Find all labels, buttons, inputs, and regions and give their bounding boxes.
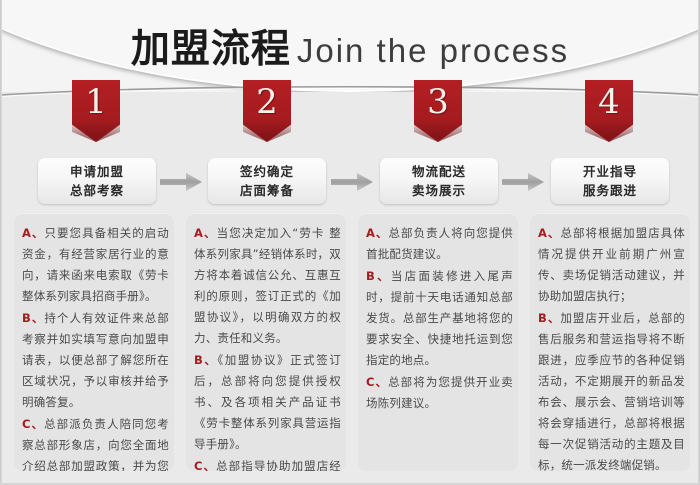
item-key: B、 <box>366 269 391 283</box>
step-number-1: 1 <box>85 82 107 122</box>
item-key: B、 <box>22 311 45 325</box>
content-item: A、总部负责人将向您提供首批配货建议。 <box>366 223 513 265</box>
item-key: A、 <box>538 226 561 240</box>
content-item: B、加盟店开业后，总部的售后服务和营运指导将不断跟进，应季应节的各种促销活动，不… <box>538 308 685 471</box>
content-item: C、总部将为您提供开业卖场陈列建议。 <box>366 372 513 414</box>
content-item: C、总部派负责人陪同您考察总部形象店，向您全面地介绍总部加盟政策，并为您确定投资… <box>22 414 169 471</box>
item-key: C、 <box>366 375 389 389</box>
step-label-box-2[interactable]: 签约确定 店面筹备 <box>208 158 326 204</box>
item-text: 总部派负责人陪同您考察总部形象店，向您全面地介绍总部加盟政策，并为您确定投资规模… <box>22 417 170 471</box>
step-content-panel-3: A、总部负责人将向您提供首批配货建议。 B、当店面装修进入尾声时，提前十天电话通… <box>358 213 518 471</box>
item-key: A、 <box>22 226 45 240</box>
step-label-1-line1: 申请加盟 <box>69 164 124 179</box>
step-pennant-2: 2 <box>243 80 291 142</box>
frame-border-right <box>698 0 700 485</box>
step-label-box-1[interactable]: 申请加盟 总部考察 <box>38 158 156 204</box>
step-label-1-line2: 总部考察 <box>69 183 124 198</box>
item-text: 总部指导协助加盟店经行统一标准的店面装修，并提供平面设计图。 <box>216 459 342 471</box>
frame-border-bottom <box>0 483 700 485</box>
pennant-flag-shadow <box>414 120 462 142</box>
header-band <box>0 0 700 92</box>
content-item: B、持个人有效证件来总部考察并如实填写意向加盟申请表，以便总部了解您所在区域状况… <box>22 308 169 413</box>
step-label-4-line2: 服务跟进 <box>582 183 637 198</box>
right-arrow-icon-2 <box>331 173 373 191</box>
step-label-2-line1: 签约确定 <box>239 164 294 179</box>
item-key: A、 <box>366 226 389 240</box>
step-label-box-4[interactable]: 开业指导 服务跟进 <box>551 158 669 204</box>
right-arrow-icon-1 <box>160 173 202 191</box>
item-text: 总部负责人将向您提供首批配货建议。 <box>366 226 514 261</box>
step-pennant-3: 3 <box>414 80 462 142</box>
item-text: 当您决定加入“劳卡 整体系列家具”经销体系时，双方将本着诚信公允、互惠互利的原则… <box>194 226 341 345</box>
item-text: 加盟店开业后，总部的售后服务和营运指导将不断跟进，应季应节的各种促销活动，不定期… <box>538 311 686 471</box>
pennant-flag-shadow <box>585 120 633 142</box>
frame-border-left <box>0 0 2 485</box>
item-key: B、 <box>538 311 561 325</box>
item-key: A、 <box>194 226 217 240</box>
item-text: 总部将根据加盟店具体情况提供开业前期广州宣传、卖场促销活动建议，并协助加盟店执行… <box>538 226 686 303</box>
item-text: 总部将为您提供开业卖场陈列建议。 <box>366 375 514 410</box>
page-title-en: Join the process <box>296 32 570 69</box>
step-content-panel-4: A、总部将根据加盟店具体情况提供开业前期广州宣传、卖场促销活动建议，并协助加盟店… <box>530 213 690 471</box>
item-text: 持个人有效证件来总部考察并如实填写意向加盟申请表，以便总部了解您所在区域状况，予… <box>22 311 170 409</box>
item-key: B、 <box>194 353 218 367</box>
pennant-flag-shadow <box>243 120 291 142</box>
content-item: A、当您决定加入“劳卡 整体系列家具”经销体系时，双方将本着诚信公允、互惠互利的… <box>194 223 341 349</box>
item-text: 只要您具备相关的启动资金，有经营家居行业的意向，请来函来电索取《劳卡 整体系列家… <box>22 226 173 303</box>
step-pennant-4: 4 <box>585 80 633 142</box>
step-number-2: 2 <box>256 82 278 122</box>
step-label-box-3[interactable]: 物流配送 卖场展示 <box>380 158 498 204</box>
step-number-4: 4 <box>598 82 620 122</box>
step-label-3-line2: 卖场展示 <box>411 183 466 198</box>
content-item: B、《加盟协议》正式签订后，总部将向您提供授权书、及各项相关产品证书《劳卡整体系… <box>194 350 341 455</box>
step-label-4-line1: 开业指导 <box>582 164 637 179</box>
right-arrow-icon-3 <box>502 173 544 191</box>
content-item: C、总部指导协助加盟店经行统一标准的店面装修，并提供平面设计图。 <box>194 456 341 471</box>
step-pennant-1: 1 <box>72 80 120 142</box>
item-text: 《加盟协议》正式签订后，总部将向您提供授权书、及各项相关产品证书《劳卡整体系列家… <box>194 353 342 451</box>
item-key: C、 <box>22 417 45 431</box>
step-content-panel-2: A、当您决定加入“劳卡 整体系列家具”经销体系时，双方将本着诚信公允、互惠互利的… <box>186 213 346 471</box>
pennant-flag-shadow <box>72 120 120 142</box>
step-label-2-line2: 店面筹备 <box>239 183 294 198</box>
step-content-panel-1: A、只要您具备相关的启动资金，有经营家居行业的意向，请来函来电索取《劳卡 整体系… <box>14 213 174 471</box>
content-item: A、总部将根据加盟店具体情况提供开业前期广州宣传、卖场促销活动建议，并协助加盟店… <box>538 223 685 307</box>
content-item: B、当店面装修进入尾声时，提前十天电话通知总部发货。总部生产基地将您的要求安全、… <box>366 266 513 371</box>
content-item: A、只要您具备相关的启动资金，有经营家居行业的意向，请来函来电索取《劳卡 整体系… <box>22 223 169 307</box>
step-label-3-line1: 物流配送 <box>411 164 466 179</box>
step-number-3: 3 <box>427 82 449 122</box>
item-text: 当店面装修进入尾声时，提前十天电话通知总部发货。总部生产基地将您的要求安全、快捷… <box>366 269 513 367</box>
page-title-cn: 加盟流程 <box>130 27 291 72</box>
item-key: C、 <box>194 459 217 471</box>
